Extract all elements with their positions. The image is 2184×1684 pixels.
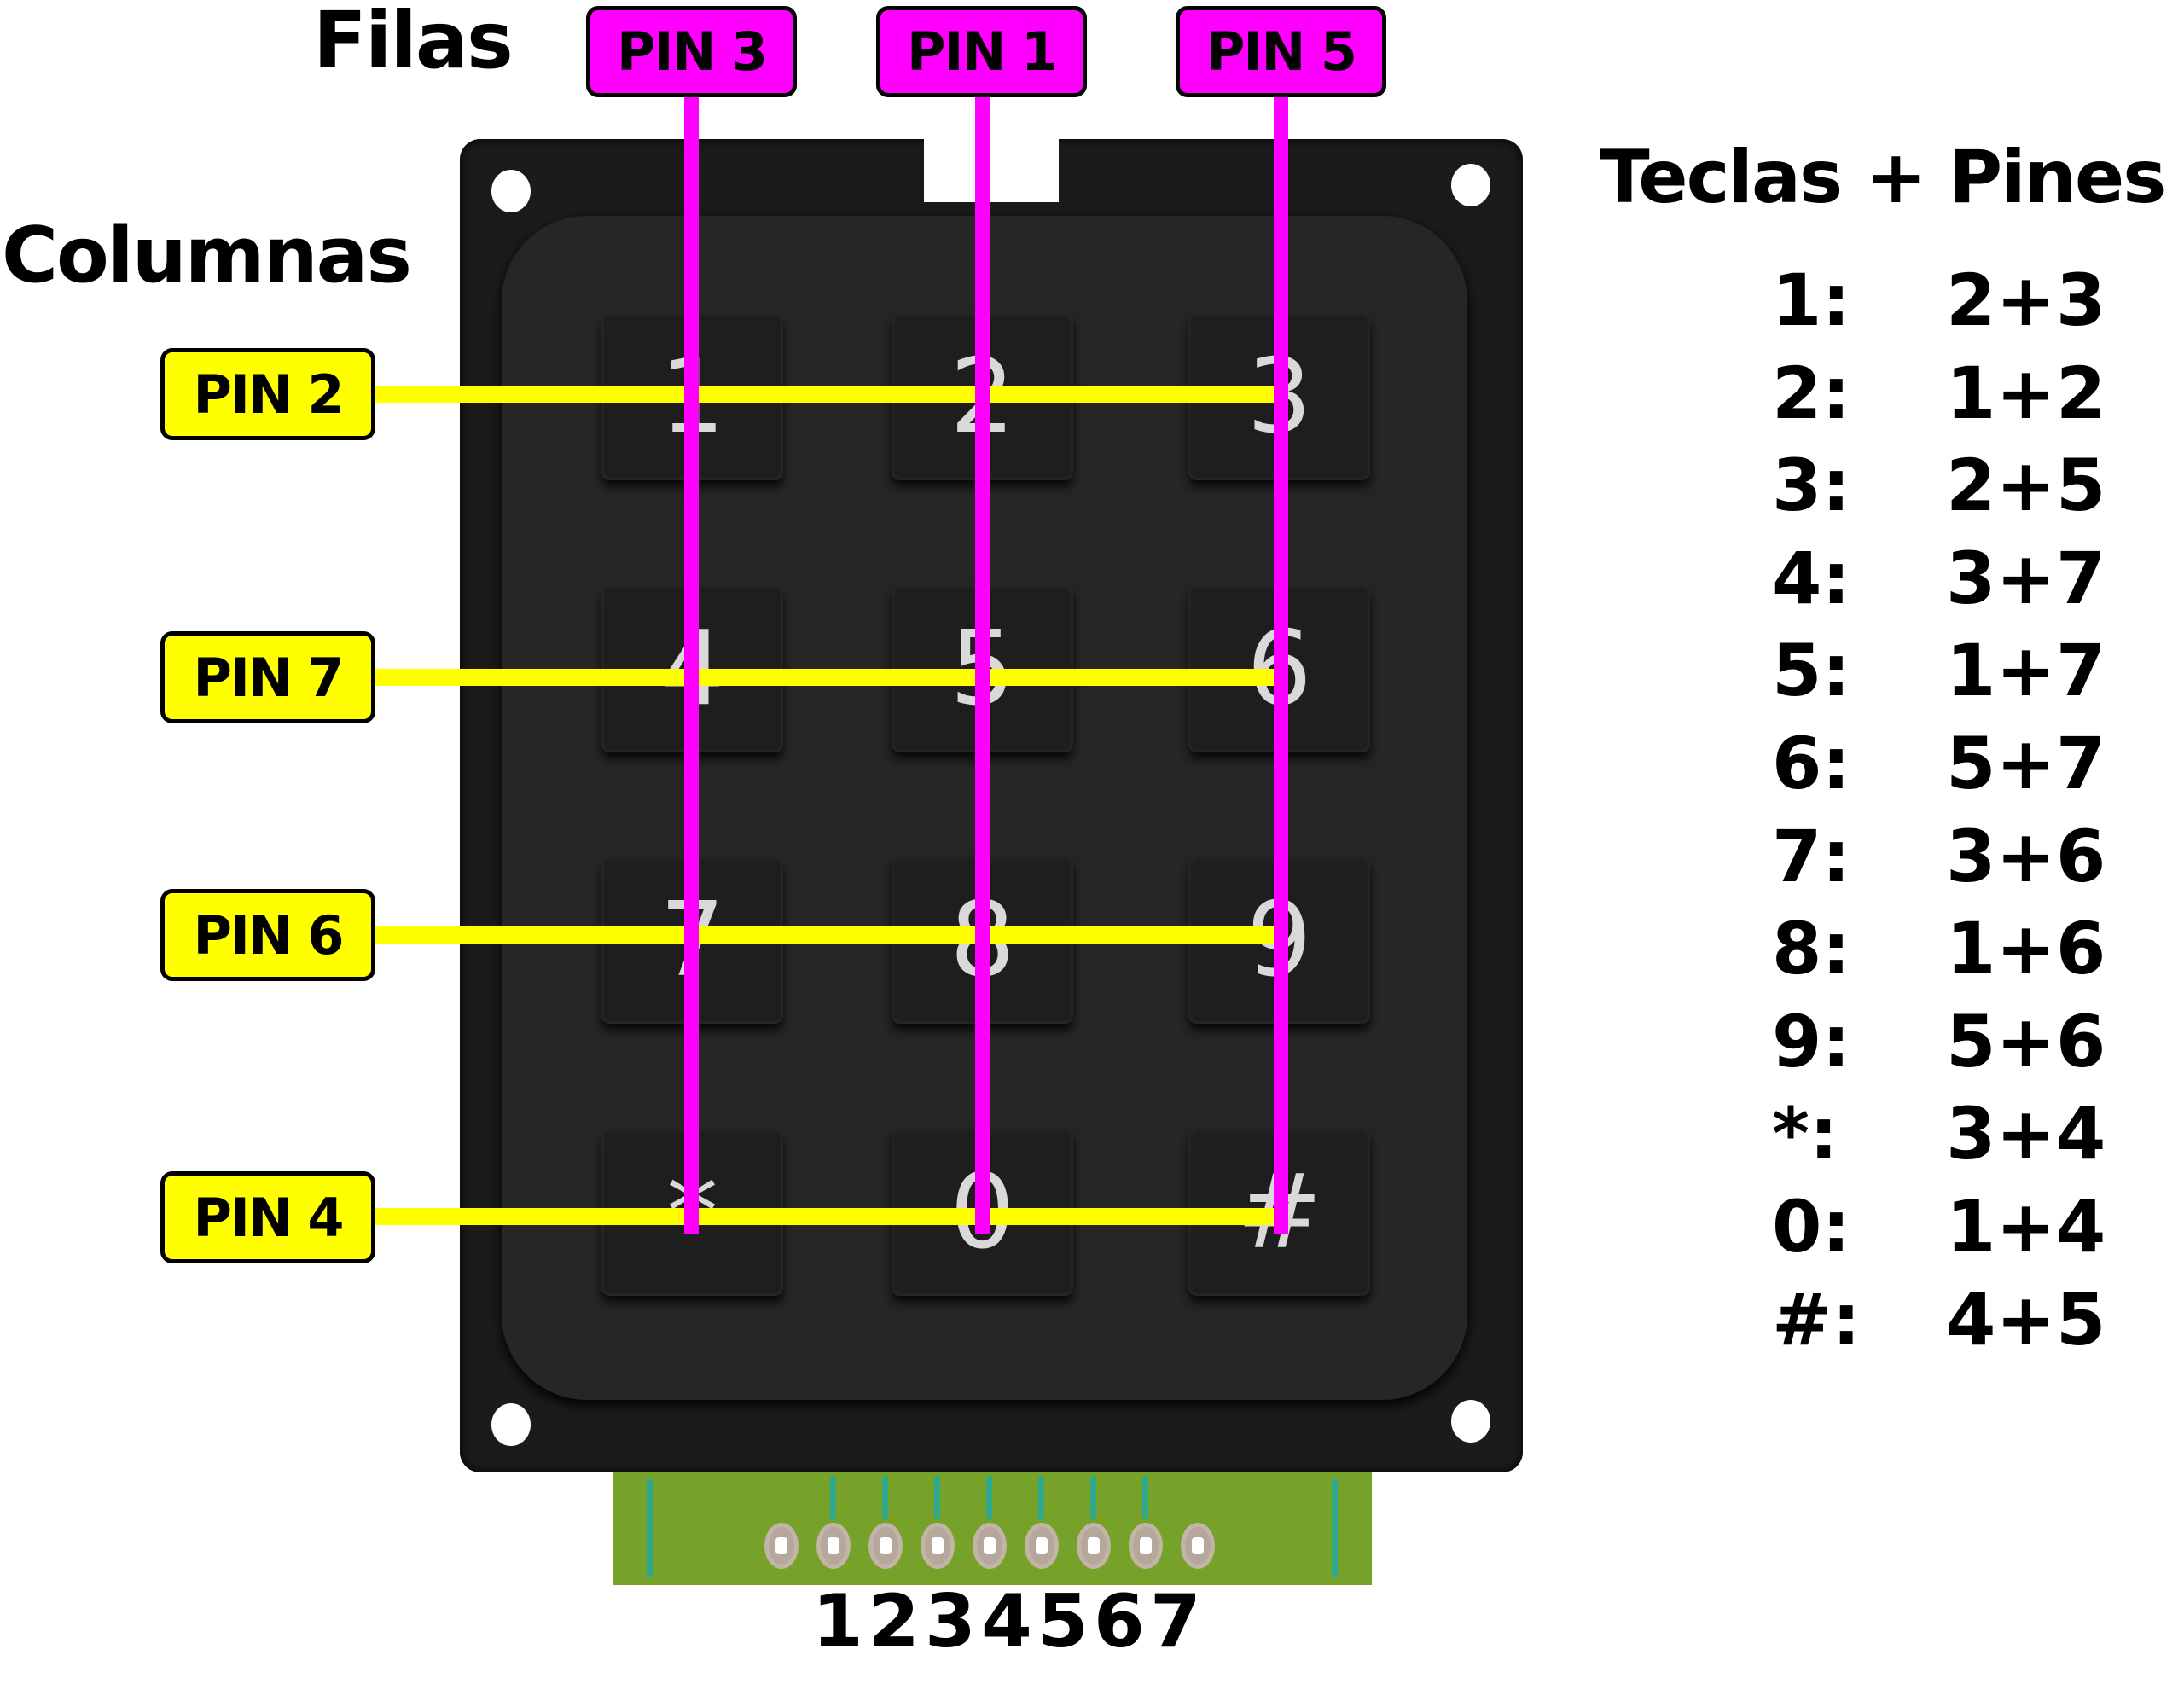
pcb-trace <box>830 1476 836 1519</box>
connector-pad <box>1025 1523 1059 1569</box>
row-pin-label: PIN 5 <box>1176 6 1386 97</box>
column-wire-1 <box>374 386 1281 403</box>
table-pins: 4+5 <box>1946 1277 2106 1362</box>
column-wire-4 <box>374 1208 1281 1225</box>
connector-pad <box>973 1523 1007 1569</box>
connector-pad <box>868 1523 903 1569</box>
connector-number: 1 <box>812 1579 863 1664</box>
board-notch <box>924 136 1059 202</box>
pcb-trace <box>1038 1476 1044 1519</box>
row-pin-label: PIN 1 <box>876 6 1087 97</box>
table-key: #: <box>1772 1277 1861 1362</box>
table-pins: 2+5 <box>1946 444 2106 528</box>
table-key: 7: <box>1772 814 1851 898</box>
table-key: 8: <box>1772 907 1851 991</box>
table-pins: 2+3 <box>1946 258 2106 342</box>
connector-number: 5 <box>1037 1579 1089 1664</box>
pcb-trace <box>1090 1476 1096 1519</box>
connector-pad <box>921 1523 955 1569</box>
table-pins: 3+4 <box>1946 1092 2106 1176</box>
mounting-hole <box>491 1403 531 1446</box>
table-key: 4: <box>1772 536 1851 620</box>
connector-number: 3 <box>925 1579 976 1664</box>
table-title: Teclas + Pines <box>1600 135 2166 220</box>
pcb-trace <box>882 1476 888 1519</box>
column-pin-label: PIN 6 <box>160 889 375 981</box>
column-wire-3 <box>374 926 1281 944</box>
table-key: 1: <box>1772 258 1851 342</box>
row-pin-label: PIN 3 <box>586 6 797 97</box>
rows-title: Filas <box>313 0 514 86</box>
table-pins: 5+6 <box>1946 999 2106 1083</box>
table-key: 3: <box>1772 444 1851 528</box>
pcb-trace <box>934 1476 940 1519</box>
table-pins: 3+7 <box>1946 536 2106 620</box>
columns-title: Columnas <box>2 211 412 300</box>
table-key: 5: <box>1772 629 1851 713</box>
column-wire-2 <box>374 669 1281 686</box>
row-wire-3 <box>1274 94 1288 1234</box>
column-pin-label: PIN 4 <box>160 1171 375 1263</box>
mounting-hole <box>1451 1400 1490 1443</box>
pcb-trace <box>647 1479 653 1577</box>
connector-pad <box>1129 1523 1163 1569</box>
pcb-trace <box>986 1476 992 1519</box>
connector-number: 2 <box>868 1579 920 1664</box>
table-key: *: <box>1772 1092 1838 1176</box>
table-pins: 1+7 <box>1946 629 2106 713</box>
connector-pad <box>816 1523 851 1569</box>
connector-pad <box>1077 1523 1111 1569</box>
column-pin-label: PIN 2 <box>160 348 375 440</box>
row-wire-1 <box>684 94 699 1234</box>
row-wire-2 <box>975 94 990 1234</box>
pcb-trace <box>1142 1476 1148 1519</box>
table-pins: 1+4 <box>1946 1185 2106 1269</box>
table-pins: 3+6 <box>1946 814 2106 898</box>
table-key: 6: <box>1772 722 1851 805</box>
table-key: 0: <box>1772 1185 1851 1269</box>
table-pins: 1+6 <box>1946 907 2106 991</box>
connector-pad <box>764 1523 799 1569</box>
table-key: 2: <box>1772 351 1851 435</box>
connector-number: 4 <box>981 1579 1032 1664</box>
table-pins: 5+7 <box>1946 722 2106 805</box>
table-key: 9: <box>1772 999 1851 1083</box>
pcb-trace <box>1332 1479 1338 1577</box>
mounting-hole <box>1451 164 1490 206</box>
connector-number: 6 <box>1094 1579 1145 1664</box>
column-pin-label: PIN 7 <box>160 631 375 723</box>
connector-number: 7 <box>1150 1579 1201 1664</box>
table-pins: 1+2 <box>1946 351 2106 435</box>
connector-pad <box>1181 1523 1215 1569</box>
mounting-hole <box>491 170 531 212</box>
